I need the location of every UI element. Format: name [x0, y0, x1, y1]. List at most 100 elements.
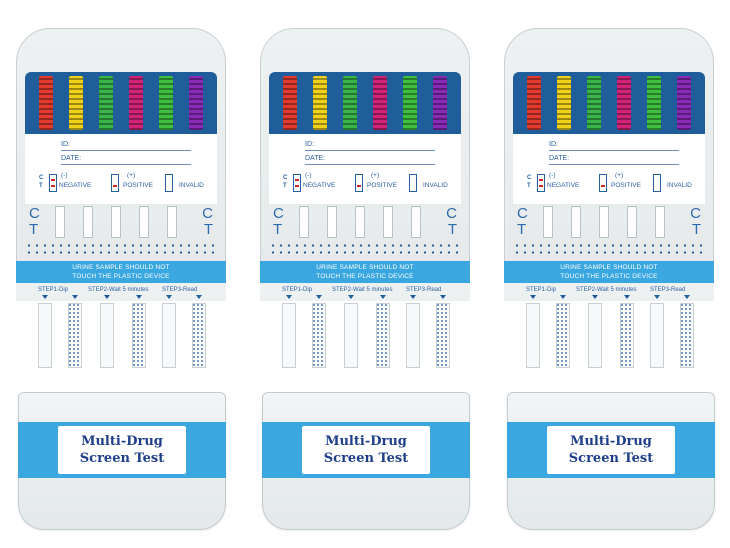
steps-row: STEP1-Dip STEP2-Wait 5 minutes STEP3-Rea…	[16, 283, 226, 301]
invalid-example	[165, 174, 173, 192]
step-1: STEP1-Dip	[38, 287, 69, 293]
dot-row	[25, 244, 217, 247]
arrow-down-icon	[684, 295, 690, 299]
window-1	[55, 206, 65, 238]
cap-label: Multi-Drug Screen Test	[58, 426, 186, 474]
window-3	[111, 206, 121, 238]
test-strip	[650, 303, 664, 368]
test-cap-3: Multi-Drug Screen Test	[507, 392, 715, 530]
test-strip	[38, 303, 52, 368]
step-3: STEP3-Read	[162, 287, 198, 293]
warning-band: URINE SAMPLE SHOULD NOT TOUCH THE PLASTI…	[260, 261, 470, 283]
test-strip	[680, 303, 694, 368]
negative-sign: (-)	[549, 172, 556, 179]
window-4	[627, 206, 637, 238]
drug-label-yellow	[313, 76, 327, 130]
drug-label-bar	[269, 72, 461, 134]
arrow-down-icon	[410, 295, 416, 299]
date-field: DATE:	[305, 154, 435, 165]
step-2: STEP2-Wait 5 minutes	[88, 287, 149, 293]
drug-label-bar	[513, 72, 705, 134]
arrow-down-icon	[380, 295, 386, 299]
test-strip	[406, 303, 420, 368]
positive-sign: (+)	[127, 172, 136, 179]
warning-line-2: TOUCH THE PLASTIC DEVICE	[72, 273, 170, 280]
test-strip	[100, 303, 114, 368]
drug-label-green-2	[159, 76, 173, 130]
test-strip	[162, 303, 176, 368]
window-1	[543, 206, 553, 238]
steps-row: STEP1-Dip STEP2-Wait 5 minutes STEP3-Rea…	[260, 283, 470, 301]
drug-label-green	[587, 76, 601, 130]
dot-row	[25, 251, 217, 254]
window-2	[83, 206, 93, 238]
test-strip	[620, 303, 634, 368]
drug-label-green-2	[647, 76, 661, 130]
test-strip	[588, 303, 602, 368]
negative-example	[537, 174, 545, 192]
invalid-example	[653, 174, 661, 192]
step-3: STEP3-Read	[406, 287, 442, 293]
drug-label-purple	[677, 76, 691, 130]
id-field: ID:	[549, 140, 679, 151]
invalid-label: INVALID	[423, 182, 448, 189]
drug-label-green	[99, 76, 113, 130]
window-4	[139, 206, 149, 238]
drug-label-magenta	[129, 76, 143, 130]
test-strip	[344, 303, 358, 368]
arrow-down-icon	[136, 295, 142, 299]
drug-label-yellow	[69, 76, 83, 130]
window-4	[383, 206, 393, 238]
negative-label: NEGATIVE	[547, 182, 580, 189]
step-3: STEP3-Read	[650, 287, 686, 293]
step-1: STEP1-Dip	[526, 287, 557, 293]
window-5	[655, 206, 665, 238]
dot-row	[513, 251, 705, 254]
arrow-down-icon	[104, 295, 110, 299]
positive-sign: (+)	[371, 172, 380, 179]
test-strip	[436, 303, 450, 368]
arrow-down-icon	[654, 295, 660, 299]
arrow-down-icon	[560, 295, 566, 299]
id-field: ID:	[305, 140, 435, 151]
steps-row: STEP1-Dip STEP2-Wait 5 minutes STEP3-Rea…	[504, 283, 714, 301]
warning-band: URINE SAMPLE SHOULD NOT TOUCH THE PLASTI…	[16, 261, 226, 283]
cap-title-line-2: Screen Test	[568, 451, 654, 466]
drug-label-green	[343, 76, 357, 130]
arrow-down-icon	[316, 295, 322, 299]
window-5	[411, 206, 421, 238]
drug-label-yellow	[557, 76, 571, 130]
date-field: DATE:	[549, 154, 679, 165]
cap-label: Multi-Drug Screen Test	[547, 426, 675, 474]
positive-example	[111, 174, 119, 192]
test-strip	[556, 303, 570, 368]
arrow-down-icon	[440, 295, 446, 299]
cap-title-line-2: Screen Test	[323, 451, 409, 466]
test-strip	[376, 303, 390, 368]
warning-line-1: URINE SAMPLE SHOULD NOT	[72, 264, 170, 271]
cap-title-line-2: Screen Test	[79, 451, 165, 466]
drug-label-red	[283, 76, 297, 130]
id-field: ID:	[61, 140, 191, 151]
arrow-down-icon	[348, 295, 354, 299]
dot-row	[269, 251, 461, 254]
positive-label: POSITIVE	[367, 182, 397, 189]
test-strip	[526, 303, 540, 368]
step-2: STEP2-Wait 5 minutes	[576, 287, 637, 293]
invalid-example	[409, 174, 417, 192]
positive-example	[355, 174, 363, 192]
